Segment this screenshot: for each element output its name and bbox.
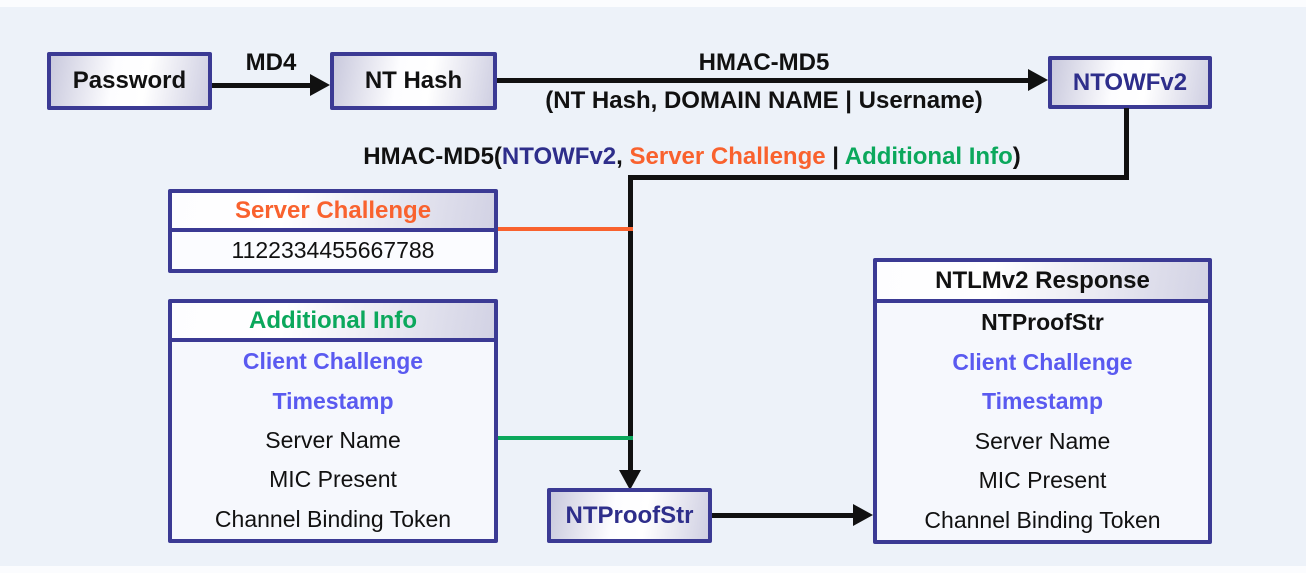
- formula-seg-hmac: HMAC-MD5(: [363, 143, 502, 170]
- additional-info-item-mic-present: MIC Present: [269, 466, 397, 493]
- path-vertical-segment: [628, 175, 633, 472]
- response-item-mic-present: MIC Present: [978, 467, 1107, 494]
- additional-info-item-channel-binding-token: Channel Binding Token: [214, 505, 452, 532]
- password-label: Password: [72, 67, 187, 94]
- md4-arrow-label: MD4: [245, 49, 297, 76]
- arrow-nthash-to-ntowfv2-head: [1028, 69, 1048, 91]
- arrow-ntproofstr-to-response-line: [712, 513, 855, 518]
- response-item-ntproofstr: NTProofStr: [981, 309, 1104, 336]
- formula-seg-pipe: |: [825, 143, 845, 170]
- arrow-nthash-to-ntowfv2-line: [497, 78, 1031, 83]
- arrow-password-to-nthash-line: [212, 83, 312, 88]
- additional-info-item-server-name: Server Name: [265, 427, 401, 454]
- response-item-server-name: Server Name: [974, 427, 1111, 454]
- formula-seg-server-challenge: Server Challenge: [629, 143, 826, 170]
- ntproofstr-label: NTProofStr: [565, 501, 694, 529]
- ntproofstr-box: NTProofStr: [547, 488, 712, 543]
- additional-info-title: Additional Info: [172, 303, 494, 342]
- hmac-md5-formula: HMAC-MD5(NTOWFv2, Server Challenge | Add…: [342, 143, 1042, 171]
- ntowfv2-label: NTOWFv2: [1072, 68, 1188, 96]
- arrow-password-to-nthash-head: [310, 74, 330, 96]
- additional-info-item-client-challenge: Client Challenge: [242, 348, 424, 375]
- ntlmv2-response-box: NTLMv2 Response NTProofStr Client Challe…: [873, 258, 1212, 544]
- nt-hash-label: NT Hash: [364, 67, 463, 94]
- response-item-client-challenge: Client Challenge: [952, 348, 1133, 375]
- hmac-md5-arrow-label: HMAC-MD5: [698, 49, 830, 76]
- server-challenge-value: 1122334455667788: [172, 232, 494, 269]
- response-item-channel-binding-token: Channel Binding Token: [924, 506, 1161, 533]
- server-challenge-box: Server Challenge 1122334455667788: [168, 189, 498, 273]
- ntowfv2-box: NTOWFv2: [1048, 56, 1212, 109]
- path-ntowfv2-drop-segment: [1124, 108, 1129, 180]
- ntlmv2-response-title: NTLMv2 Response: [877, 262, 1208, 303]
- path-horizontal-segment: [628, 175, 1129, 180]
- additional-info-box: Additional Info Client Challenge Timesta…: [168, 299, 498, 543]
- formula-seg-ntowfv2: NTOWFv2: [501, 143, 617, 170]
- additional-info-item-timestamp: Timestamp: [272, 387, 394, 414]
- server-challenge-title: Server Challenge: [172, 193, 494, 232]
- formula-seg-close-paren: ): [1012, 143, 1021, 170]
- nt-hash-box: NT Hash: [330, 52, 497, 110]
- arrow-into-ntproofstr-head: [619, 470, 641, 490]
- response-item-timestamp: Timestamp: [981, 388, 1103, 415]
- server-challenge-connector-line: [498, 227, 633, 231]
- arrow-ntproofstr-to-response-head: [853, 504, 873, 526]
- password-box: Password: [47, 52, 212, 110]
- formula-seg-additional-info: Additional Info: [844, 143, 1013, 170]
- formula-seg-comma: ,: [616, 143, 630, 170]
- hmac-md5-arrow-args: (NT Hash, DOMAIN NAME | Username): [545, 87, 983, 114]
- additional-info-connector-line: [498, 436, 633, 440]
